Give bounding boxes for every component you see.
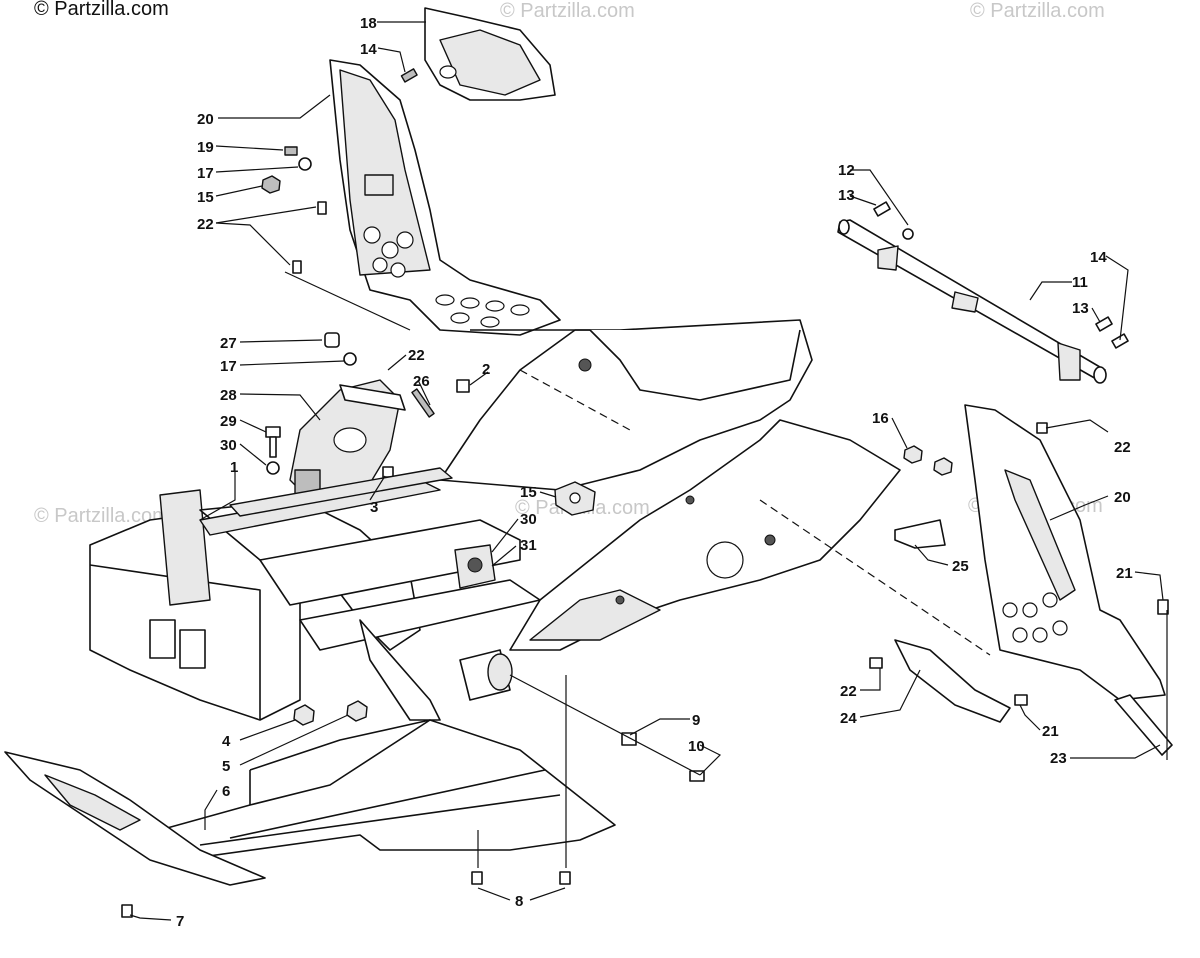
callout-17: 17 bbox=[220, 358, 237, 375]
part-7-screw bbox=[121, 904, 133, 918]
part-11-steering-post bbox=[837, 219, 1107, 384]
rivets-right bbox=[869, 422, 1169, 706]
leader-lines bbox=[129, 21, 1168, 921]
callout-12: 12 bbox=[838, 162, 855, 179]
callout-23: 23 bbox=[1050, 750, 1067, 767]
callout-27: 27 bbox=[220, 335, 237, 352]
parts-4-5-nuts bbox=[293, 700, 368, 726]
callout-30: 30 bbox=[220, 437, 237, 454]
callout-7: 7 bbox=[176, 913, 184, 930]
callout-3: 3 bbox=[370, 499, 378, 516]
callout-22: 22 bbox=[840, 683, 857, 700]
callout-17: 17 bbox=[197, 165, 214, 182]
callout-20: 20 bbox=[197, 111, 214, 128]
callout-2: 2 bbox=[482, 361, 490, 378]
part-8-fasteners bbox=[471, 871, 571, 885]
callout-31: 31 bbox=[520, 537, 537, 554]
callout-29: 29 bbox=[220, 413, 237, 430]
callout-22: 22 bbox=[408, 347, 425, 364]
bolts-right-top bbox=[873, 201, 1129, 349]
part-main-tunnel-frame bbox=[439, 319, 813, 491]
callout-21: 21 bbox=[1116, 565, 1133, 582]
hardware-mid bbox=[265, 332, 470, 478]
part-24-bracket bbox=[894, 639, 1011, 723]
fasteners-upper-left bbox=[261, 68, 418, 274]
callout-21: 21 bbox=[1042, 723, 1059, 740]
callout-24: 24 bbox=[840, 710, 857, 727]
part-20-side-panel bbox=[964, 404, 1166, 701]
callout-26: 26 bbox=[413, 373, 430, 390]
callout-15: 15 bbox=[197, 189, 214, 206]
callout-22: 22 bbox=[1114, 439, 1131, 456]
part-18-console-cover bbox=[424, 7, 556, 101]
part-20-steering-support bbox=[329, 59, 561, 336]
part-25-clip bbox=[894, 519, 946, 549]
callout-30: 30 bbox=[520, 511, 537, 528]
callout-1: 1 bbox=[230, 459, 238, 476]
part-cross-tube bbox=[459, 649, 513, 701]
callout-9: 9 bbox=[692, 712, 700, 729]
callout-4: 4 bbox=[222, 733, 231, 750]
watermark-mid-left: © Partzilla.com bbox=[34, 505, 169, 527]
part-15-nut-mid bbox=[554, 481, 596, 516]
callout-6: 6 bbox=[222, 783, 230, 800]
watermark-top-left: © Partzilla.com bbox=[34, 0, 169, 20]
callout-18: 18 bbox=[360, 15, 377, 32]
callout-14: 14 bbox=[1090, 249, 1107, 266]
callout-labels: 18 14 20 19 17 15 22 27 17 22 26 2 28 29… bbox=[176, 15, 1133, 930]
part-lower-frame-side bbox=[509, 419, 901, 651]
watermark-top-center: © Partzilla.com bbox=[500, 0, 635, 22]
part-31-bracket bbox=[454, 544, 496, 589]
part-7-skid-plate bbox=[4, 751, 266, 886]
callout-13: 13 bbox=[838, 187, 855, 204]
callout-25: 25 bbox=[952, 558, 969, 575]
part-16-nuts bbox=[903, 445, 953, 476]
callout-14: 14 bbox=[360, 41, 377, 58]
callout-13: 13 bbox=[1072, 300, 1089, 317]
part-23-strap bbox=[1114, 694, 1173, 756]
callout-5: 5 bbox=[222, 758, 230, 775]
callout-19: 19 bbox=[197, 139, 214, 156]
part-front-rails bbox=[199, 467, 541, 721]
callout-8: 8 bbox=[515, 893, 523, 910]
callout-15: 15 bbox=[520, 484, 537, 501]
callout-10: 10 bbox=[688, 738, 705, 755]
callout-28: 28 bbox=[220, 387, 237, 404]
callout-20: 20 bbox=[1114, 489, 1131, 506]
part-6-belly-pan bbox=[159, 719, 616, 861]
callout-16: 16 bbox=[872, 410, 889, 427]
watermark-top-right: © Partzilla.com bbox=[970, 0, 1105, 22]
callout-11: 11 bbox=[1072, 274, 1088, 291]
callout-22: 22 bbox=[197, 216, 214, 233]
